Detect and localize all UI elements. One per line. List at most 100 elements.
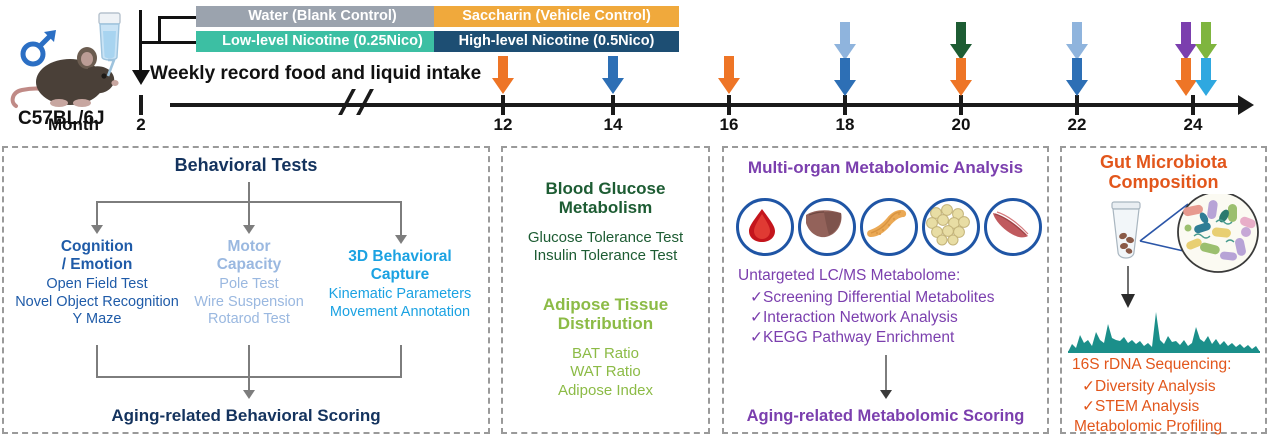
behavioral-merge-left bbox=[96, 345, 98, 378]
month-label-16: 16 bbox=[719, 115, 739, 134]
legend-pill-high-nicotine[interactable]: High-level Nicotine (0.5Nico) bbox=[434, 31, 679, 52]
water-bottle-icon bbox=[98, 12, 121, 77]
behavioral-drop-right bbox=[400, 201, 402, 236]
month-label-18: 18 bbox=[835, 115, 855, 134]
glucose-panel-title: Blood Glucose Metabolism bbox=[501, 179, 710, 217]
metabolomic-arrow-head bbox=[880, 390, 892, 399]
tick-14 bbox=[611, 95, 615, 115]
mouse-illustration bbox=[4, 10, 144, 128]
behavioral-drop-left bbox=[96, 201, 98, 226]
microbiota-check-1: ✓Diversity Analysis bbox=[1082, 378, 1216, 395]
microbiota-extra: Metabolomic Profiling bbox=[1074, 418, 1223, 435]
microbiota-panel-title: Gut Microbiota Composition bbox=[1060, 152, 1267, 192]
metabolomic-arrow-stem bbox=[885, 355, 887, 393]
axis-break-mark-1 bbox=[338, 89, 356, 115]
tick-2 bbox=[139, 95, 143, 115]
metabolomic-check-2: ✓Interaction Network Analysis bbox=[750, 309, 958, 326]
glucose-title-line2: Metabolism bbox=[558, 198, 653, 218]
month-label-20: 20 bbox=[951, 115, 971, 134]
behavioral-arrowhead-left bbox=[91, 225, 103, 234]
behavioral-stem bbox=[248, 182, 250, 202]
metabolomic-check-1: ✓Screening Differential Metabolites bbox=[750, 289, 995, 306]
male-symbol-icon bbox=[20, 30, 56, 67]
motor-item-1: Pole Test bbox=[219, 276, 279, 293]
tick-24 bbox=[1191, 95, 1195, 115]
microbiota-graphic bbox=[1068, 191, 1263, 359]
sequencing-spectrum-icon bbox=[1068, 312, 1260, 353]
metabolomic-panel-title: Multi-organ Metabolomic Analysis bbox=[747, 158, 1024, 177]
adipose-icon bbox=[922, 198, 980, 256]
adipose-item-1: BAT Ratio bbox=[572, 345, 639, 362]
adipose-title-line1: Adipose Tissue bbox=[542, 295, 669, 314]
liver-icon bbox=[798, 198, 856, 256]
behavioral-column-3d-capture: 3D Behavioral Capture Kinematic Paramete… bbox=[312, 248, 488, 321]
bacteria-magnification-icon bbox=[1177, 191, 1259, 273]
weekly-record-note: Weekly record food and liquid intake bbox=[150, 63, 482, 84]
behavioral-arrowhead-right bbox=[395, 235, 407, 244]
motor-heading-line1: Motor bbox=[227, 238, 271, 255]
cognition-item-1: Open Field Test bbox=[46, 276, 148, 293]
behavioral-column-motor: Motor Capacity Pole Test Wire Suspension… bbox=[186, 238, 312, 328]
behavioral-arrowhead-mid bbox=[243, 225, 255, 234]
panel-behavioral-tests bbox=[2, 146, 490, 434]
tick-18 bbox=[843, 95, 847, 115]
metabolomic-lead: Untargeted LC/MS Metabolome: bbox=[738, 267, 961, 284]
month-label-12: 12 bbox=[493, 115, 513, 134]
month-label-2: 2 bbox=[136, 115, 146, 134]
cognition-heading-line1: Cognition bbox=[60, 238, 134, 255]
microbiota-lead: 16S rDNA Sequencing: bbox=[1072, 356, 1232, 373]
timeline-axis-arrowhead bbox=[1238, 95, 1254, 115]
weekly-record-stem bbox=[139, 10, 142, 72]
microbiota-title-line1: Gut Microbiota bbox=[1100, 152, 1227, 172]
legend-pill-low-nicotine[interactable]: Low-level Nicotine (0.25Nico) bbox=[196, 31, 449, 52]
motor-item-2: Wire Suspension bbox=[194, 293, 304, 310]
behavioral-column-cognition: Cognition / Emotion Open Field Test Nove… bbox=[0, 238, 194, 328]
capture-item-2: Movement Annotation bbox=[329, 303, 471, 320]
behavioral-merge-right bbox=[400, 345, 402, 378]
cognition-heading-line2: / Emotion bbox=[61, 255, 133, 273]
cognition-item-3: Y Maze bbox=[72, 311, 122, 328]
feces-tube-icon bbox=[1111, 201, 1141, 259]
month-label-14: 14 bbox=[603, 115, 623, 134]
motor-heading-line2: Capacity bbox=[216, 255, 282, 273]
behavioral-footer: Aging-related Behavioral Scoring bbox=[111, 406, 381, 425]
month-label-22: 22 bbox=[1067, 115, 1087, 134]
glucose-item-2: Insulin Tolerance Test bbox=[533, 247, 678, 265]
legend-bracket-stem bbox=[139, 41, 161, 44]
legend-pill-water[interactable]: Water (Blank Control) bbox=[196, 6, 449, 27]
tick-20 bbox=[959, 95, 963, 115]
strain-label: C57BL/6J bbox=[18, 108, 105, 129]
tick-12 bbox=[501, 95, 505, 115]
month-label-24: 24 bbox=[1183, 115, 1203, 134]
metabolomic-check-3-label: KEGG Pathway Enrichment bbox=[763, 329, 955, 346]
pancreas-icon bbox=[860, 198, 918, 256]
capture-heading-line2: Capture bbox=[370, 265, 430, 283]
adipose-title-line2: Distribution bbox=[557, 314, 654, 334]
legend-bracket-top bbox=[158, 16, 198, 19]
tick-16 bbox=[727, 95, 731, 115]
metabolomic-check-2-label: Interaction Network Analysis bbox=[763, 309, 958, 326]
legend-bracket-vertical bbox=[158, 16, 161, 44]
microbiota-check-2-label: STEM Analysis bbox=[1095, 398, 1200, 415]
metabolomic-footer: Aging-related Metabolomic Scoring bbox=[746, 407, 1025, 425]
motor-item-3: Rotarod Test bbox=[208, 311, 290, 328]
legend-pill-saccharin[interactable]: Saccharin (Vehicle Control) bbox=[434, 6, 679, 27]
cognition-item-2: Novel Object Recognition bbox=[15, 293, 179, 310]
adipose-panel-title: Adipose Tissue Distribution bbox=[501, 295, 710, 333]
muscle-icon bbox=[984, 198, 1042, 256]
behavioral-panel-title: Behavioral Tests bbox=[174, 155, 318, 175]
microbiota-title-line2: Composition bbox=[1108, 172, 1219, 193]
weekly-record-arrowhead bbox=[132, 70, 150, 85]
blood-drop-icon bbox=[736, 198, 794, 256]
behavioral-merge-stem bbox=[248, 345, 250, 392]
metabolomic-check-1-label: Screening Differential Metabolites bbox=[763, 289, 995, 306]
timeline-axis bbox=[170, 103, 1242, 107]
timeline-axis-label: Month bbox=[48, 115, 99, 134]
capture-item-1: Kinematic Parameters bbox=[328, 286, 472, 303]
glucose-item-1: Glucose Tolerance Test bbox=[527, 229, 684, 246]
tick-22 bbox=[1075, 95, 1079, 115]
glucose-items: Glucose Tolerance Test Insulin Tolerance… bbox=[501, 229, 710, 266]
behavioral-merge-arrowhead bbox=[243, 390, 255, 399]
adipose-items: BAT Ratio WAT Ratio Adipose Index bbox=[501, 345, 710, 400]
glucose-title-line1: Blood Glucose bbox=[545, 179, 666, 198]
